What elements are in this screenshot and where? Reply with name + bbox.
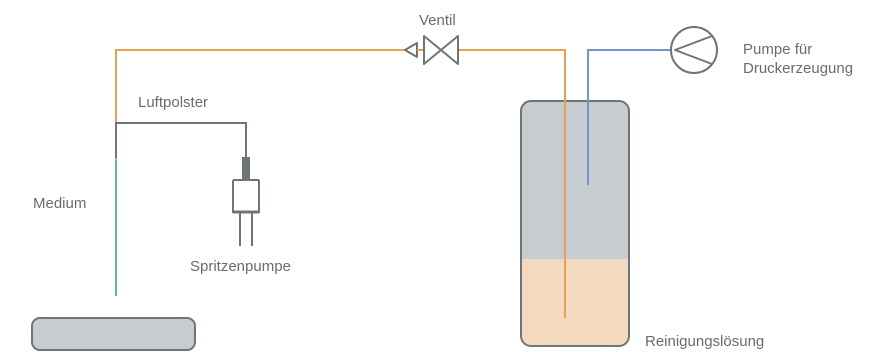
target-plate bbox=[31, 317, 196, 351]
tank-liquid-region bbox=[521, 259, 629, 346]
medium-label: Medium bbox=[33, 195, 86, 212]
air-cushion-label: Luftpolster bbox=[138, 94, 208, 111]
pressure-line bbox=[587, 49, 671, 185]
pump-label: Pumpe für bbox=[743, 41, 812, 58]
syringe-pump-icon bbox=[232, 157, 260, 246]
cleaning-solution-label: Reinigungslösung bbox=[645, 333, 764, 350]
valve-label: Ventil bbox=[419, 12, 456, 29]
cleaning-solution-line-tank bbox=[459, 49, 566, 318]
pump-label-line2: Druckerzeugung bbox=[743, 60, 853, 77]
pump-symbol-icon bbox=[670, 26, 718, 74]
air-cushion-line bbox=[115, 122, 247, 160]
cleaning-tank bbox=[520, 100, 630, 347]
check-valve-icon bbox=[404, 35, 459, 65]
tank-outline bbox=[520, 100, 630, 347]
syringe-pump-label: Spritzenpumpe bbox=[190, 258, 291, 275]
